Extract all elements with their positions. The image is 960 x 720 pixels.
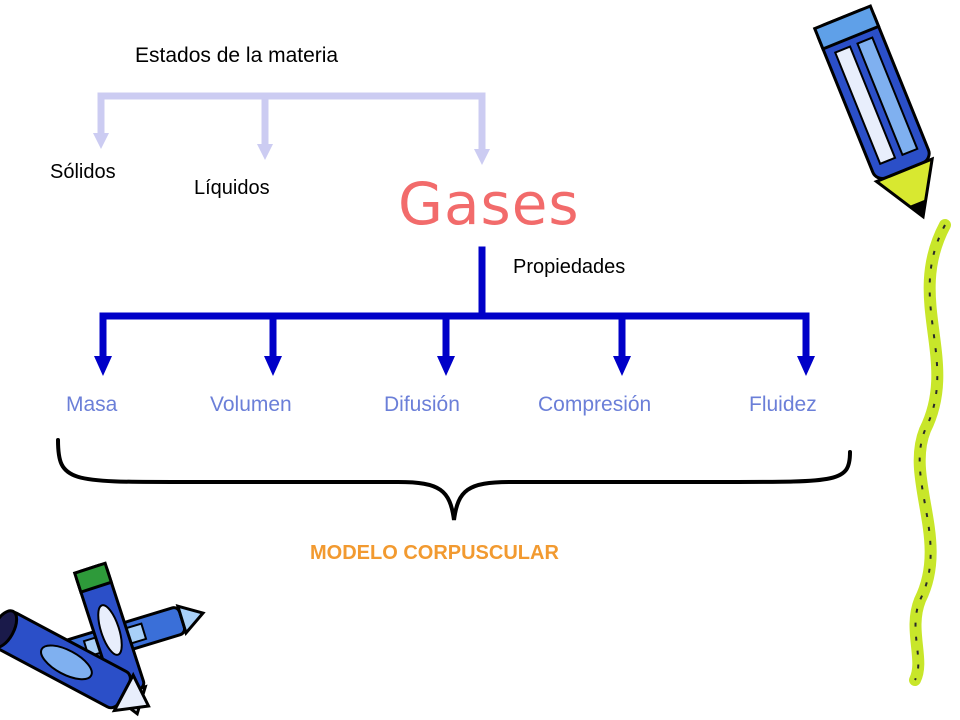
bottom-arrowhead-difusion	[437, 356, 455, 376]
property-masa: Masa	[66, 393, 118, 416]
state-gases: Gases	[398, 170, 580, 238]
top-arrowhead-liquidos	[257, 144, 273, 160]
top-arrowhead-solidos	[93, 133, 109, 149]
top-connector	[93, 92, 490, 165]
state-liquidos: Líquidos	[194, 177, 270, 199]
property-volumen: Volumen	[210, 393, 292, 416]
pencil-icon	[812, 4, 935, 220]
curly-brace	[56, 438, 852, 521]
properties-label: Propiedades	[513, 256, 626, 278]
property-compresion: Compresión	[538, 393, 652, 416]
top-arrowhead-gases	[474, 149, 490, 165]
bottom-arrowhead-compresion	[613, 356, 631, 376]
bottom-arrowhead-masa	[94, 356, 112, 376]
bottom-arrowhead-fluidez	[797, 356, 815, 376]
model-label: MODELO CORPUSCULAR	[310, 542, 559, 564]
bottom-connector	[94, 246, 815, 376]
bottom-arrowhead-volumen	[264, 356, 282, 376]
crayon-icon	[0, 561, 206, 717]
property-difusion: Difusión	[384, 393, 460, 416]
state-solidos: Sólidos	[50, 161, 116, 183]
green-ribbon-edge	[914, 224, 946, 681]
property-fluidez: Fluidez	[749, 393, 817, 416]
diagram-title: Estados de la materia	[135, 44, 339, 67]
